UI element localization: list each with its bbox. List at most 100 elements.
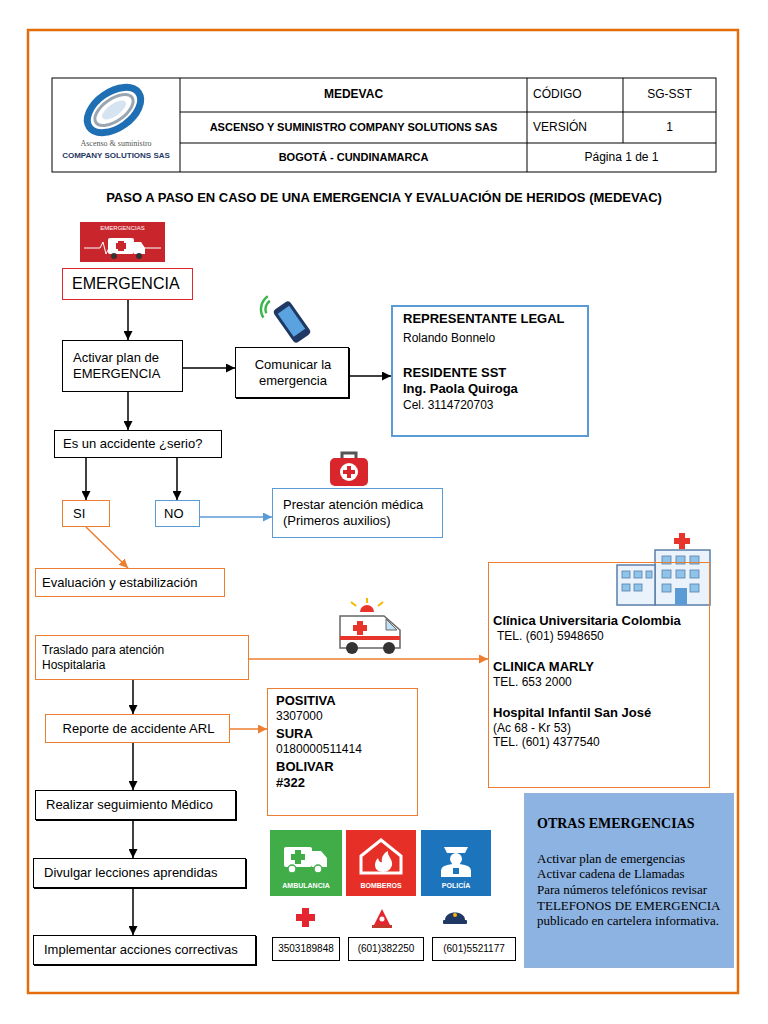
process-box: Comunicar la emergencia — [235, 347, 349, 398]
node-text: Traslado para atención Hospitalaria — [42, 643, 192, 672]
hospital-illustration — [617, 533, 710, 605]
ambulance-illustration-part — [351, 602, 356, 606]
node-text: Reporte de accidente ARL — [54, 721, 223, 737]
node-subtext: TEL. (601) 4377540 — [493, 735, 703, 749]
hospital-illustration-part — [675, 588, 687, 605]
flow-arrow — [176, 458, 178, 500]
header-table-part — [180, 78, 181, 172]
node-text: Es un accidente ¿serio? — [63, 436, 215, 452]
ambulance-illustration-part — [383, 642, 395, 654]
hospital-illustration-part-part — [676, 570, 685, 578]
process-box: Evaluación y estabilización — [35, 568, 225, 597]
emergency-sign-part — [111, 253, 117, 259]
flow-arrow — [200, 516, 272, 518]
hospital-illustration-part-part — [690, 584, 699, 592]
arl-box: POSITIVA3307000SURA0180000511414BOLIVAR#… — [267, 688, 418, 816]
node-text: Realizar seguimiento Médico — [46, 797, 229, 813]
table-cell: CÓDIGO — [533, 88, 621, 102]
flow-arrow — [85, 458, 87, 500]
table-cell: VERSIÓN — [533, 121, 621, 135]
node-text: NO — [164, 506, 193, 522]
ambulance-illustration-part — [346, 642, 358, 654]
logo-text: COMPANY SOLUTIONS SAS — [52, 151, 180, 160]
police-cap-symbol-part — [445, 913, 465, 921]
police-badge — [421, 830, 491, 896]
fire-badge-part — [346, 830, 416, 896]
header-table-part — [623, 78, 624, 143]
node-text: Implementar acciones correctivas — [44, 942, 249, 958]
ambulance-badge-part — [270, 830, 342, 896]
phone-icon — [255, 288, 312, 351]
flow-arrow — [127, 300, 129, 340]
fire-badge — [346, 830, 416, 896]
logo-text: Ascenso & suministro — [52, 139, 180, 148]
hospital-illustration-part — [617, 565, 655, 605]
node-subtext: Para números telefónicos revisar TELEFON… — [537, 882, 725, 929]
police-badge-part — [421, 830, 491, 896]
ambulance-badge-part — [284, 847, 312, 867]
hospital-illustration-part-part — [622, 584, 630, 591]
node-subtext: Hospital Infantil San José — [493, 705, 703, 721]
header-table-part — [52, 78, 716, 172]
table-cell: BOGOTÁ - CUNDINAMARCA — [180, 151, 527, 164]
red-cross-symbol — [296, 908, 315, 927]
decision-box: Es un accidente ¿serio? — [54, 430, 222, 458]
phone-icon-part — [278, 306, 306, 337]
answer-box: SI — [62, 500, 110, 527]
hospital-illustration-part-part — [690, 570, 699, 578]
table-cell: SG-SST — [623, 88, 716, 102]
ambulance-badge-part — [288, 865, 296, 873]
ambulance-badge-part — [314, 865, 322, 873]
police-badge-part — [450, 853, 462, 865]
process-box: Activar plan de EMERGENCIA — [62, 340, 183, 392]
flow-arrow — [183, 367, 235, 369]
ambulance-illustration-part — [353, 625, 367, 631]
header-table-part — [527, 78, 528, 172]
flow-arrow — [86, 527, 128, 568]
flow-arrow — [249, 658, 488, 660]
node-subtext: BOLIVAR — [276, 759, 411, 775]
hospital-illustration-part-part — [646, 571, 652, 578]
first-aid-kit — [330, 453, 368, 486]
node-subtext: SURA — [276, 726, 411, 742]
flow-arrow — [349, 375, 391, 377]
emergency-sign-part — [80, 222, 165, 262]
flow-arrow — [132, 888, 134, 935]
phone-box: 3503189848 — [272, 937, 340, 961]
table-cell: 1 — [623, 121, 716, 135]
header-table — [52, 78, 716, 172]
ambulance-illustration-part — [340, 636, 400, 640]
start-box: EMERGENCIA — [62, 268, 193, 300]
process-box: Traslado para atención Hospitalaria — [35, 635, 249, 680]
company-logo-part — [79, 78, 149, 142]
police-cap-symbol — [443, 913, 467, 925]
table-cell: Página 1 de 1 — [527, 151, 716, 165]
node-text: Comunicar la emergencia — [244, 357, 342, 388]
node-subtext: RESIDENTE SST — [403, 365, 581, 381]
ambulance-illustration-part — [360, 605, 374, 612]
node-subtext: 3307000 — [276, 709, 411, 723]
firefighter-symbol-part — [374, 909, 390, 925]
node-text: Prestar atención médica (Primeros auxili… — [283, 497, 436, 528]
hospital-illustration-part-part — [662, 584, 671, 592]
company-logo-part — [99, 97, 129, 123]
first-aid-kit-part — [343, 470, 355, 474]
company-logo-part — [90, 88, 139, 131]
firefighter-symbol — [372, 909, 392, 928]
flow-arrow — [127, 392, 129, 430]
node-subtext: TEL. 653 2000 — [493, 675, 703, 689]
phone-box: (601)5521177 — [432, 937, 516, 961]
node-text: OTRAS EMERGENCIAS — [537, 816, 725, 833]
fire-badge-part — [375, 851, 392, 872]
process-box: Realizar seguimiento Médico — [35, 790, 236, 820]
table-cell: ASCENSO Y SUMINISTRO COMPANY SOLUTIONS S… — [180, 121, 527, 134]
page-border — [28, 30, 738, 993]
ambulance-badge-part — [291, 854, 305, 860]
node-text: 3503189848 — [276, 943, 336, 955]
hospital-illustration-part-part — [622, 571, 630, 578]
icon-label: BOMBEROS — [346, 882, 416, 890]
phone-box: (601)382250 — [348, 937, 424, 961]
node-text: REPRESENTANTE LEGAL — [403, 311, 581, 327]
police-badge-part — [453, 868, 459, 874]
